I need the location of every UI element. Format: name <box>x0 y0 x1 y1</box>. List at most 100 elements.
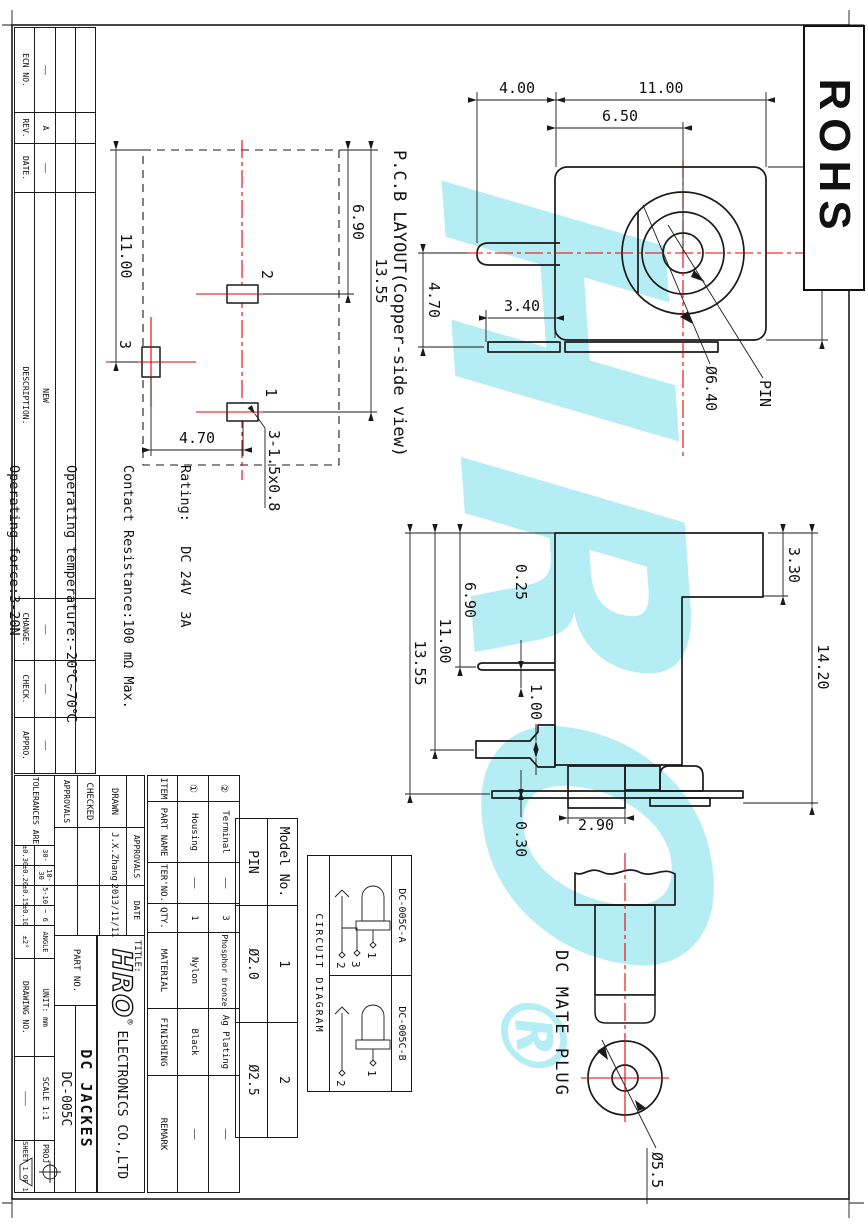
revision-empty <box>55 598 76 661</box>
revision-label: APPRO. <box>14 717 35 774</box>
plug-dia-leader <box>601 1039 657 1149</box>
revision-empty <box>55 143 76 193</box>
pin-leader <box>667 224 764 379</box>
front-dim-11: 11.00 <box>638 79 683 97</box>
circuit-a-pin3: 3 <box>349 961 362 968</box>
parts-cell: Black <box>177 1008 209 1076</box>
side-dim-025: 0.25 <box>512 564 530 600</box>
circuit-b-cell <box>329 975 392 1092</box>
sheet-frame <box>11 24 850 1200</box>
tol-value: ±0.10 <box>14 905 35 926</box>
titleblock-empty <box>77 827 100 886</box>
tol-value: ±0.30 <box>14 845 35 866</box>
parts-header: FINISHING <box>147 1008 178 1076</box>
rating-line: Contact Resistance:100 mΩ Max. <box>120 465 136 709</box>
revision-empty <box>55 192 76 599</box>
scale-label: SCALE 1:1 <box>34 1056 55 1141</box>
pcb-layout-view: 2 1 3 6.90 13.55 11.00 4.70 P.C.B LAYOUT… <box>106 140 409 511</box>
title-label: TITLE: <box>132 940 142 973</box>
tol-value: ±0.15 <box>14 885 35 906</box>
drawn-date: 2013/11/11 <box>99 883 127 938</box>
revision-value: —— <box>34 143 56 193</box>
side-dim-1355: 13.55 <box>411 640 429 685</box>
drawn-label: DRAWN <box>99 775 127 828</box>
plug-dim-dia: Ø5.5 <box>648 1152 666 1188</box>
pin-row-label: PIN <box>235 818 268 906</box>
proj-label: PROJ <box>34 1140 55 1193</box>
circuit-schematics: 1 2 3 1 2 <box>334 885 391 1087</box>
titleblock-empty <box>77 885 100 936</box>
revision-label: REV. <box>14 112 35 144</box>
tol-angle-label: ANGLE <box>34 925 55 959</box>
plug-view: Ø5.5 DC MATE PLUG <box>551 853 676 1204</box>
pin-dia-1: Ø2.0 <box>235 905 268 1023</box>
revision-empty <box>75 717 96 774</box>
side-thin-pin <box>477 662 555 671</box>
side-body <box>554 532 764 766</box>
revision-value: A <box>34 112 56 144</box>
pin-dia-2: Ø2.5 <box>235 1022 268 1138</box>
parts-cell: Nylon <box>177 932 209 1009</box>
front-dim-470: 4.70 <box>425 282 443 318</box>
company-name: ELECTRONICS CO.,LTD <box>114 1030 130 1180</box>
tol-value: ±0.20 <box>14 865 35 886</box>
pcb-dim-1355: 13.55 <box>372 258 390 303</box>
pcb-pad3-label: 3 <box>116 340 134 349</box>
side-view: 14.20 3.30 6.90 11.00 13.55 0.25 1.00 2.… <box>405 524 832 857</box>
revision-empty <box>55 27 76 113</box>
pcb-dim-1100: 11.00 <box>117 233 135 278</box>
dia-leader <box>642 204 711 365</box>
circuit-b-pin1: 1 <box>365 1070 378 1077</box>
rohs-label: ROHS <box>810 78 859 238</box>
parts-cell: Housing <box>177 801 209 863</box>
side-step <box>624 765 661 791</box>
checked-label: CHECKED <box>77 775 100 828</box>
pcb-dim-690: 6.90 <box>349 204 367 240</box>
parts-cell: —— <box>177 1075 209 1193</box>
side-bump <box>659 765 704 792</box>
revision-empty <box>75 598 96 661</box>
front-dim-650: 6.50 <box>602 107 638 125</box>
circuit-a-barrel <box>361 885 385 922</box>
model-no-label: Model No. <box>267 818 298 906</box>
front-dim-4: 4.00 <box>499 79 535 97</box>
approvals-header: APPROVALS <box>126 827 145 886</box>
front-tab-upper <box>564 341 719 353</box>
drawing-no-label: DRAWING NO. <box>14 958 35 1057</box>
side-plate <box>491 790 744 799</box>
parts-header: QTY. <box>147 903 178 933</box>
parts-cell: ② <box>208 775 240 802</box>
side-dim-1100: 11.00 <box>436 618 454 663</box>
drawn-by: J.X.Zhang <box>99 827 127 886</box>
circuit-a-cell <box>329 855 392 976</box>
tol-range: 10-30 <box>34 865 55 886</box>
revision-empty <box>55 112 76 144</box>
front-dim-340: 3.40 <box>504 297 540 315</box>
part-no-value: DC-005C <box>54 1005 76 1193</box>
revision-label: DESCRIPTION. <box>14 192 35 599</box>
front-pin-label: PIN <box>756 380 774 407</box>
approvals-label: APPROVALS <box>54 775 78 828</box>
revision-value: NEW <box>34 192 56 599</box>
revision-empty <box>55 660 76 718</box>
side-dim-030: 0.30 <box>512 821 530 857</box>
company-cell: TITLE: HRO ® ELECTRONICS CO.,LTD <box>97 935 145 1193</box>
drawing-no-value: ——— <box>14 1056 35 1141</box>
side-dim-100: 1.00 <box>527 684 545 720</box>
revision-empty <box>75 27 96 113</box>
front-dim-dia: Ø6.40 <box>702 366 720 411</box>
company-reg-mark: ® <box>123 1019 134 1025</box>
model-no-2: 2 <box>267 1022 298 1138</box>
tol-range: ~ 6 <box>34 905 55 926</box>
revision-value: —— <box>34 717 56 774</box>
revision-value: —— <box>34 598 56 661</box>
pcb-pad1-label: 1 <box>262 388 280 397</box>
pcb-pad-note: 3-1.5x0.8 <box>265 430 283 511</box>
parts-header: TER'NO. <box>147 862 178 904</box>
pcb-dim-470: 4.70 <box>179 429 215 447</box>
rating-line: Rating: DC 24V 3A <box>177 465 193 628</box>
parts-header: PART NAME <box>147 801 178 863</box>
circuit-title: CIRCUIT DIAGRAM <box>307 855 330 1092</box>
titleblock-empty <box>54 827 78 886</box>
